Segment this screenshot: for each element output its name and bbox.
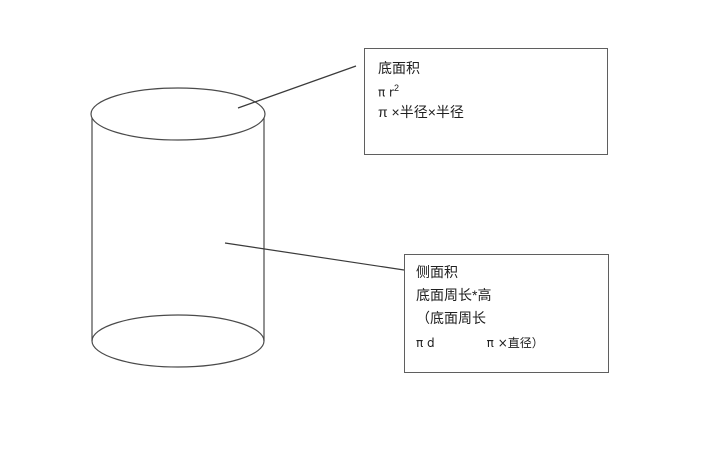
base-area-formula-symbolic: π r2 (378, 84, 399, 99)
leader-to-base-area (237, 65, 357, 109)
lateral-area-perimeter-formula: π d π ×直径） (416, 335, 544, 349)
callout-base-area: 底面积 π r2 π ×半径×半径 (364, 48, 608, 155)
cylinder-top-ellipse (90, 87, 266, 141)
base-area-formula-words: π ×半径×半径 (378, 104, 464, 120)
pi-times-diameter-text: π ×直径） (486, 336, 544, 350)
cylinder-bottom-ellipse (91, 314, 265, 368)
pi-r-text: π r (378, 85, 394, 100)
leader-to-lateral-area (224, 242, 405, 271)
lateral-area-title: 侧面积 (416, 264, 458, 280)
lateral-area-perimeter-label: （底面周长 (416, 310, 486, 326)
lateral-area-formula: 底面周长*高 (416, 287, 492, 303)
base-area-title: 底面积 (378, 60, 420, 76)
callout-lateral-area: 侧面积 底面周长*高 （底面周长 π d π ×直径） (404, 254, 609, 373)
exponent-two: 2 (393, 83, 399, 93)
pi-d-text: π d (416, 336, 435, 350)
